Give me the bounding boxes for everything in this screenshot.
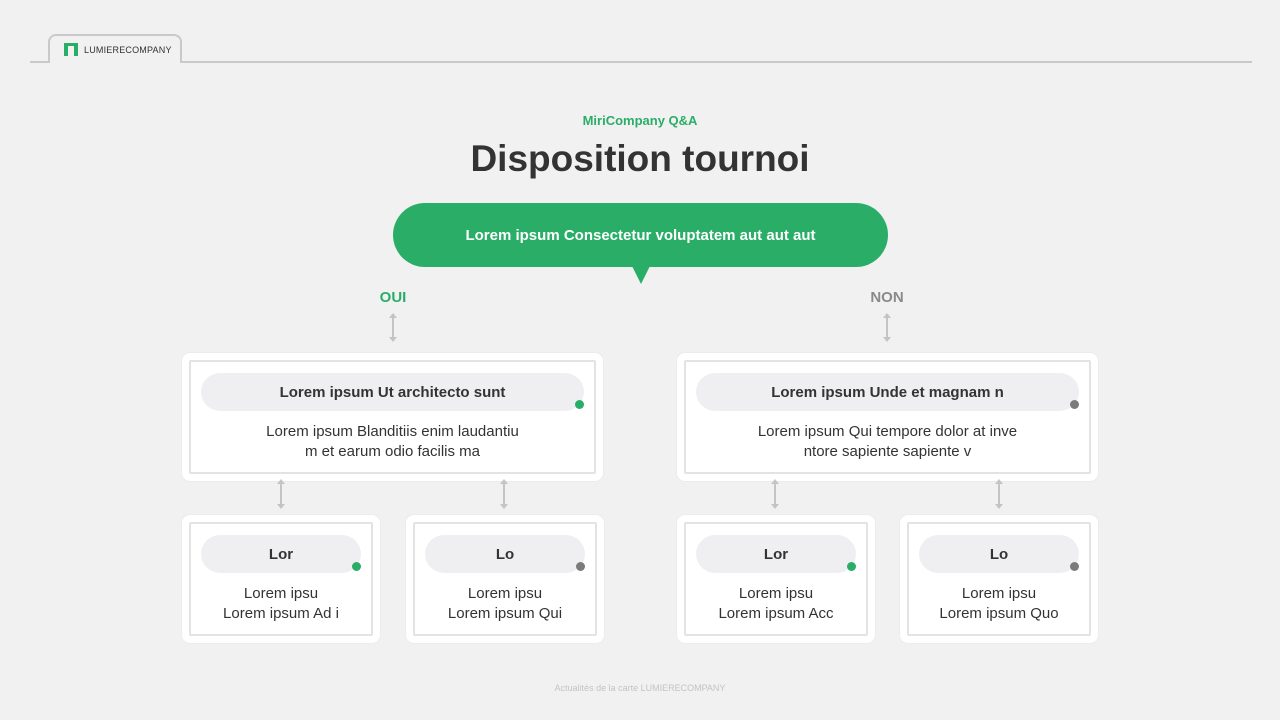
- card-body-line: Lorem ipsum Qui: [447, 605, 563, 622]
- leaf-card: Lo Lorem ipsu Lorem ipsum Quo: [900, 515, 1098, 643]
- branch-no-label: NON: [870, 289, 904, 306]
- card-heading: Lo: [919, 535, 1079, 573]
- card-body-line: Lorem ipsu: [738, 585, 814, 602]
- page-title: Disposition tournoi: [470, 138, 810, 179]
- kicker: MiriCompany Q&A: [582, 113, 698, 128]
- card-body: Lorem ipsu Lorem ipsum Ad i: [191, 584, 371, 624]
- yes-card: Lorem ipsum Ut architecto sunt Lorem ips…: [182, 353, 603, 481]
- connector-arrow: [770, 479, 780, 509]
- card-body-line: Lorem ipsum Blanditiis enim laudantiu: [266, 423, 519, 440]
- card-heading: Lorem ipsum Ut architecto sunt: [201, 373, 584, 411]
- connector-arrow: [388, 313, 398, 342]
- connector-arrow: [499, 479, 509, 509]
- card-body: Lorem ipsum Qui tempore dolor at inve nt…: [686, 422, 1089, 462]
- card-heading-text: Lo: [495, 545, 515, 563]
- question-bubble: Lorem ipsum Consectetur voluptatem aut a…: [393, 203, 888, 267]
- card-body-line: Lorem ipsu: [243, 585, 319, 602]
- card-body-line: Lorem ipsu: [467, 585, 543, 602]
- card-body: Lorem ipsu Lorem ipsum Acc: [686, 584, 866, 624]
- card-heading-text: Lo: [989, 545, 1009, 563]
- status-dot: [847, 562, 856, 571]
- card-heading: Lor: [201, 535, 361, 573]
- card-heading: Lor: [696, 535, 856, 573]
- status-dot: [352, 562, 361, 571]
- card-body-line: Lorem ipsum Ad i: [223, 605, 339, 622]
- card-body-line: m et earum odio facilis ma: [304, 443, 481, 460]
- brand-bars-icon: [64, 43, 79, 56]
- header-divider: [30, 61, 1252, 63]
- footer-note: Actualités de la carte LUMIERECOMPANY: [554, 683, 726, 693]
- status-dot: [1070, 400, 1079, 409]
- question-text: Lorem ipsum Consectetur voluptatem aut a…: [465, 226, 816, 244]
- card-body-line: Lorem ipsum Acc: [718, 605, 834, 622]
- card-body: Lorem ipsum Blanditiis enim laudantiu m …: [191, 422, 594, 462]
- brand-tab: LUMIERECOMPANY: [48, 34, 182, 63]
- card-heading-text: Lorem ipsum Unde et magnam n: [771, 383, 1004, 401]
- brand-name: LUMIERECOMPANY: [84, 44, 172, 55]
- connector-arrow: [276, 479, 286, 509]
- card-heading-text: Lorem ipsum Ut architecto sunt: [279, 383, 506, 401]
- connector-arrow: [882, 313, 892, 342]
- connector-arrow: [994, 479, 1004, 509]
- branch-yes-label: OUI: [379, 289, 407, 306]
- leaf-card: Lo Lorem ipsu Lorem ipsum Qui: [406, 515, 604, 643]
- card-body: Lorem ipsu Lorem ipsum Qui: [415, 584, 595, 624]
- status-dot: [1070, 562, 1079, 571]
- card-body-line: Lorem ipsum Qui tempore dolor at inve: [757, 423, 1018, 440]
- card-heading-text: Lor: [268, 545, 294, 563]
- card-heading: Lorem ipsum Unde et magnam n: [696, 373, 1079, 411]
- card-heading-text: Lor: [763, 545, 789, 563]
- card-body-line: Lorem ipsu: [961, 585, 1037, 602]
- no-card: Lorem ipsum Unde et magnam n Lorem ipsum…: [677, 353, 1098, 481]
- leaf-card: Lor Lorem ipsu Lorem ipsum Ad i: [182, 515, 380, 643]
- question-bubble-tail: [632, 266, 650, 284]
- leaf-card: Lor Lorem ipsu Lorem ipsum Acc: [677, 515, 875, 643]
- card-heading: Lo: [425, 535, 585, 573]
- status-dot: [575, 400, 584, 409]
- status-dot: [576, 562, 585, 571]
- card-body: Lorem ipsu Lorem ipsum Quo: [909, 584, 1089, 624]
- card-body-line: Lorem ipsum Quo: [939, 605, 1059, 622]
- card-body-line: ntore sapiente sapiente v: [803, 443, 972, 460]
